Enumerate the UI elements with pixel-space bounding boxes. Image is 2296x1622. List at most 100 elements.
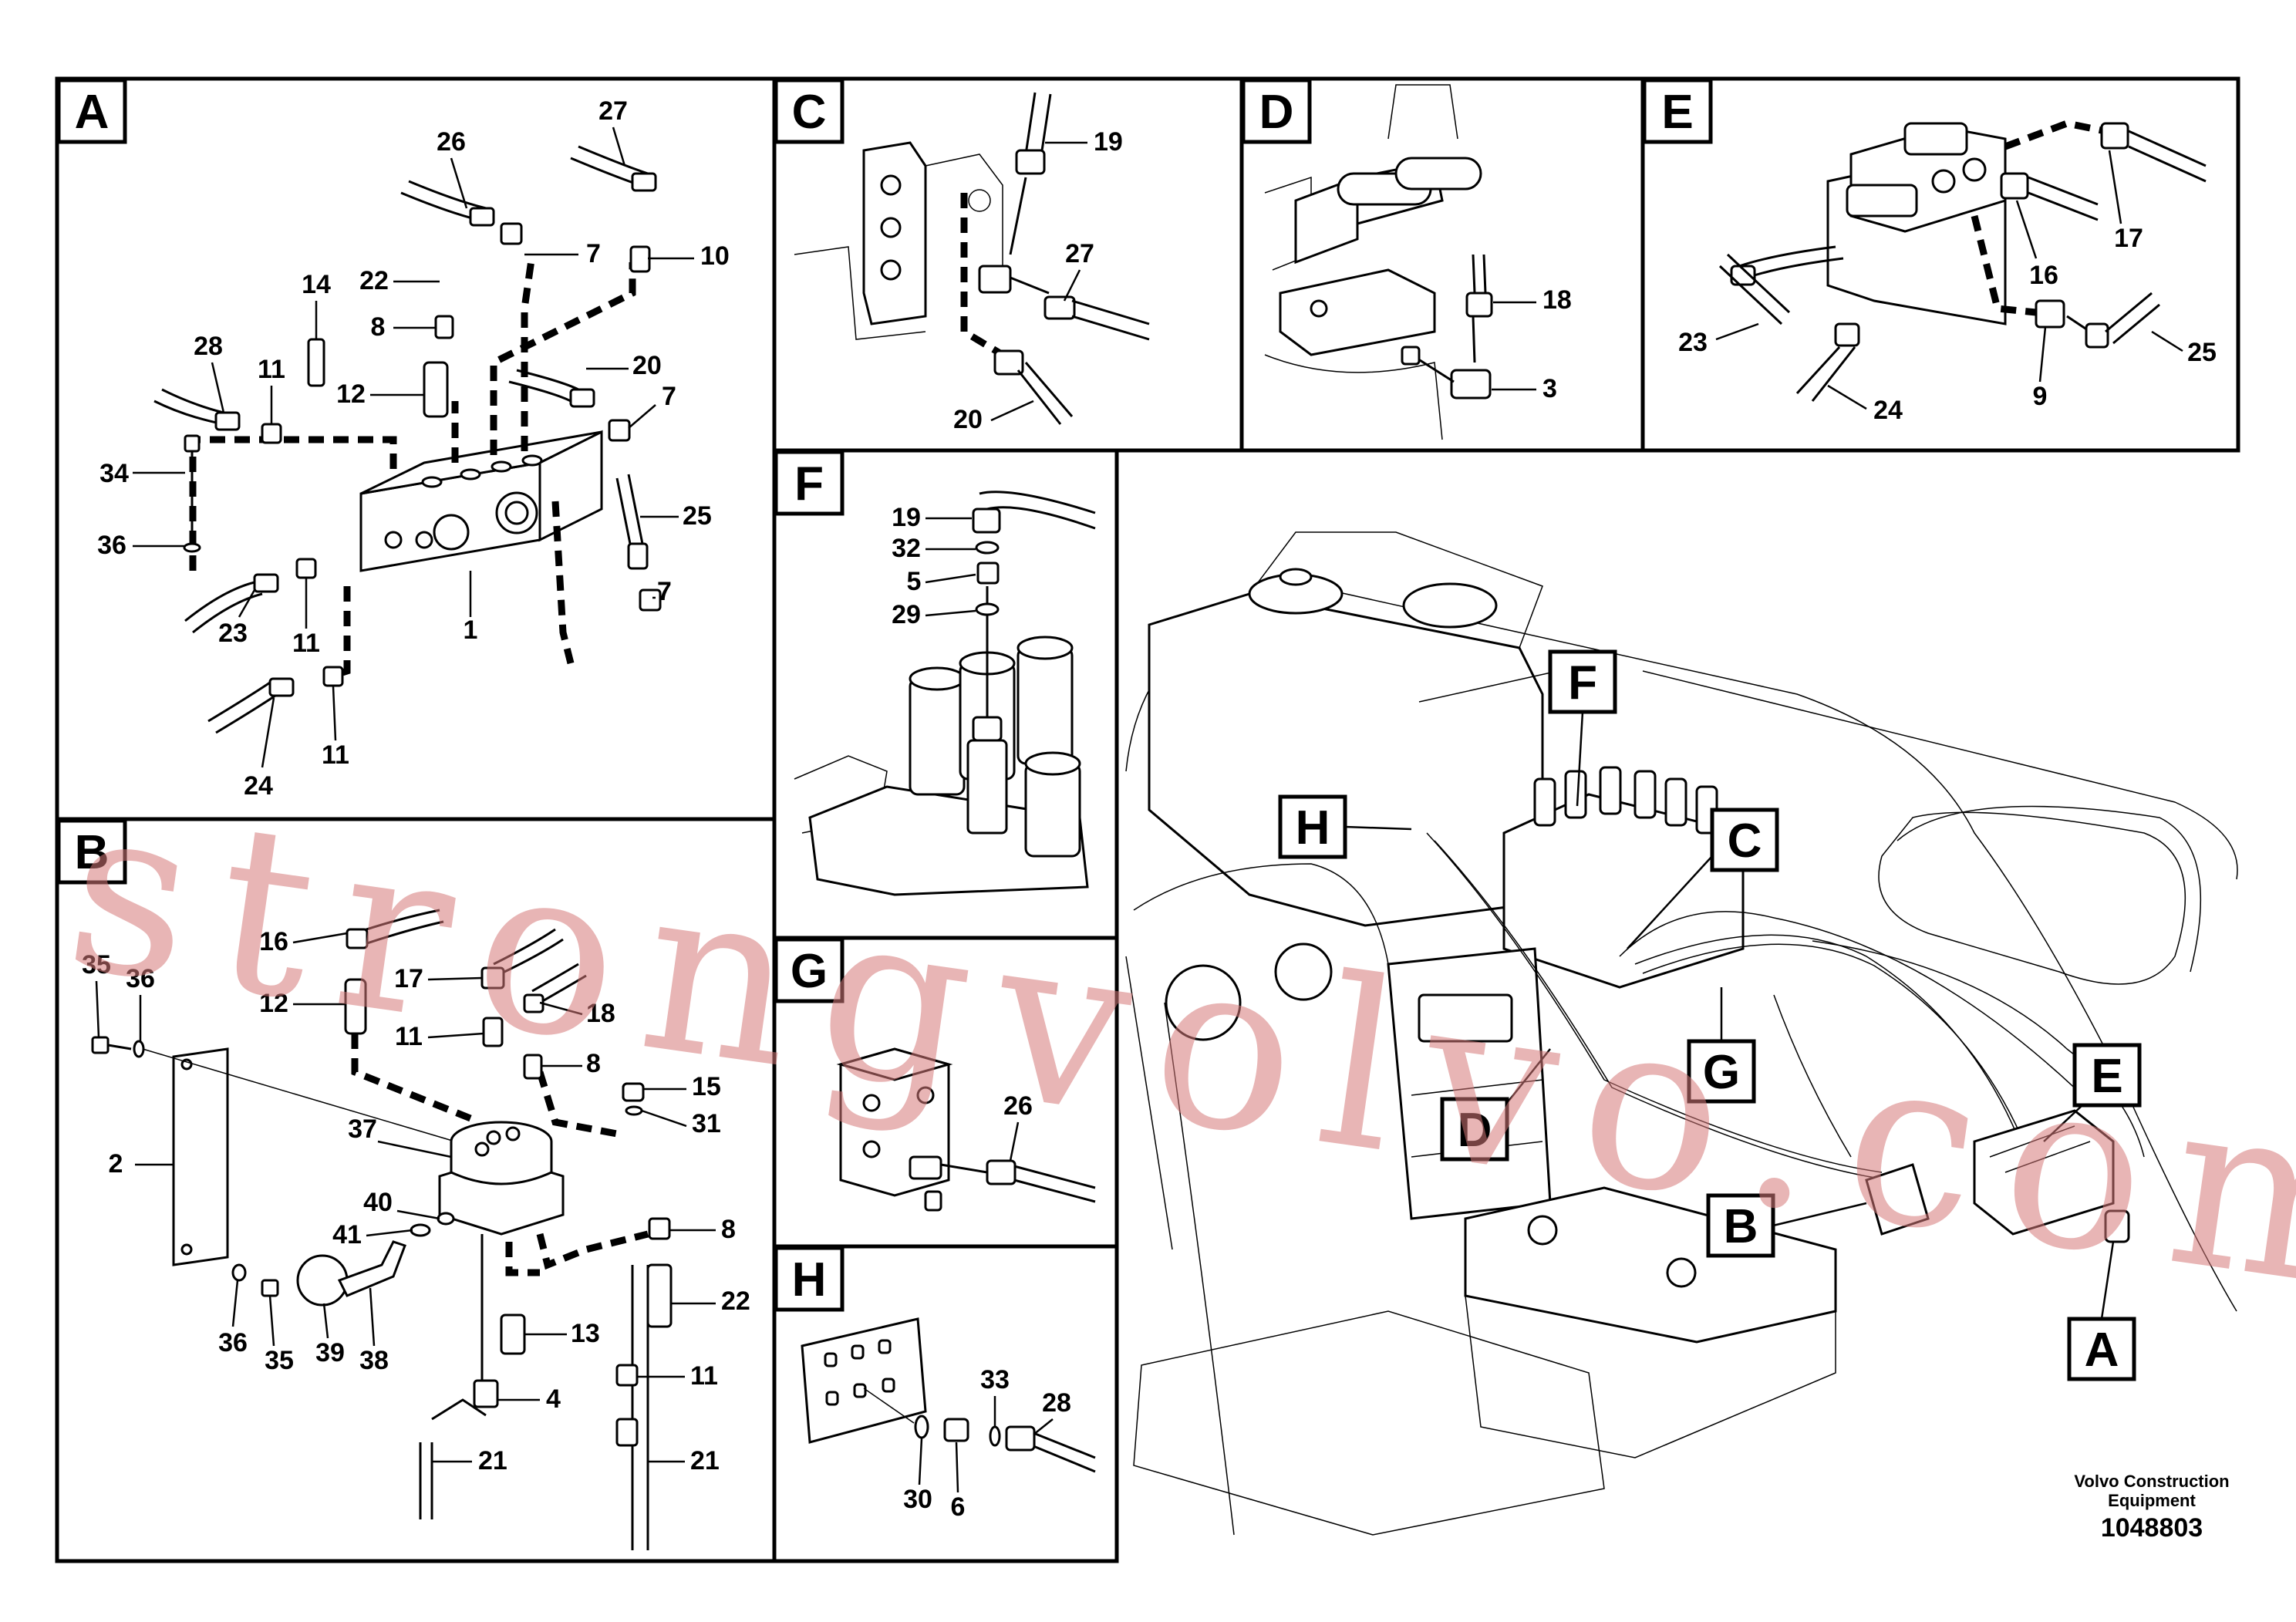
callout-h-6: 6	[951, 1492, 966, 1522]
callout-b-16: 16	[259, 927, 288, 956]
panel-e-drawing	[1718, 120, 2207, 402]
panel-d-tag: D	[1241, 78, 1312, 144]
callout-b-37: 37	[348, 1114, 377, 1144]
callout-b-22: 22	[721, 1286, 750, 1316]
callout-b-17: 17	[394, 964, 423, 993]
overview-tag-h: H	[1278, 794, 1412, 859]
panel-c-frame	[772, 76, 1244, 453]
svg-text:H: H	[792, 1253, 827, 1307]
panel-e-frame	[1640, 76, 2240, 453]
callout-b-4: 4	[546, 1384, 561, 1414]
callout-a-36: 36	[97, 531, 126, 560]
callout-e-23: 23	[1678, 328, 1708, 357]
panel-a-drawing	[153, 145, 662, 734]
panel-b-callouts: 16 35 36 12 17 18 11 8 15 37 31 2 40 41 …	[82, 927, 750, 1475]
panel-b-tag: B	[56, 818, 127, 885]
callout-a-28: 28	[194, 332, 223, 361]
callout-a-8: 8	[371, 312, 386, 342]
callout-b-21b: 21	[690, 1446, 720, 1475]
callout-b-40: 40	[363, 1188, 393, 1217]
callout-a-11a: 11	[258, 355, 285, 384]
callout-c-27: 27	[1065, 239, 1094, 268]
brand-block: Volvo Construction Equipment 1048803	[2074, 1472, 2229, 1543]
panel-e-callouts: 17 16 23 25 24 9	[1678, 150, 2217, 425]
callout-e-25: 25	[2187, 338, 2217, 367]
panel-a-tag: A	[56, 78, 127, 144]
panel-g-drawing	[836, 1047, 1096, 1212]
svg-text:H: H	[1296, 801, 1330, 855]
overview-tag-f: F	[1548, 649, 1617, 807]
callout-h-30: 30	[903, 1485, 932, 1514]
panel-d-drawing	[1264, 84, 1493, 440]
panel-c-tag: C	[774, 78, 845, 144]
panel-h-frame	[772, 1244, 1119, 1563]
callout-b-31: 31	[692, 1109, 721, 1138]
callout-d-18: 18	[1542, 285, 1572, 315]
overview-tags: F H C G D E B	[1278, 649, 2142, 1381]
svg-text:G: G	[791, 945, 828, 998]
callout-h-28: 28	[1042, 1388, 1071, 1418]
callout-b-8a: 8	[586, 1049, 601, 1078]
svg-text:F: F	[794, 457, 824, 511]
callout-b-39: 39	[315, 1338, 345, 1367]
callout-b-41: 41	[332, 1220, 362, 1249]
callout-d-3: 3	[1542, 374, 1557, 403]
callout-f-5: 5	[907, 567, 922, 596]
panel-g-tag: G	[774, 937, 845, 1003]
overview-tag-d: D	[1440, 1048, 1551, 1162]
callout-a-14: 14	[302, 270, 331, 299]
svg-text:G: G	[1703, 1046, 1740, 1099]
svg-text:E: E	[2091, 1050, 2122, 1103]
panel-f-drawing	[794, 491, 1096, 896]
panel-a-frame	[55, 76, 777, 821]
svg-text:F: F	[1568, 656, 1597, 710]
document-number: 1048803	[2101, 1513, 2203, 1543]
callout-a-11b: 11	[292, 629, 320, 658]
callout-b-2: 2	[109, 1149, 123, 1179]
callout-a-11c: 11	[322, 740, 349, 770]
overview-tag-a: A	[2067, 1241, 2136, 1381]
callout-h-33: 33	[980, 1365, 1010, 1394]
svg-text:A: A	[75, 86, 110, 139]
panel-g-callouts: 26	[1003, 1091, 1033, 1162]
callout-e-17: 17	[2114, 224, 2143, 253]
callout-a-10: 10	[700, 241, 730, 271]
overview-tag-g: G	[1687, 987, 1756, 1104]
callout-f-29: 29	[892, 600, 921, 629]
callout-b-12: 12	[259, 989, 288, 1018]
callout-b-36b: 36	[218, 1328, 248, 1357]
callout-c-20: 20	[953, 405, 983, 434]
callout-a-27: 27	[598, 96, 628, 126]
overview-tag-b: B	[1706, 1193, 1867, 1258]
callout-e-9: 9	[2033, 382, 2048, 411]
callout-a-25: 25	[683, 501, 712, 531]
callout-e-16: 16	[2029, 261, 2058, 290]
callout-g-26: 26	[1003, 1091, 1033, 1121]
panel-h-tag: H	[774, 1246, 845, 1312]
callout-f-32: 32	[892, 534, 921, 563]
callout-a-7a: 7	[586, 239, 601, 268]
svg-text:C: C	[792, 86, 827, 139]
callout-b-38: 38	[359, 1346, 389, 1375]
svg-text:B: B	[75, 826, 110, 879]
brand-line-1: Volvo Construction	[2074, 1472, 2229, 1491]
panel-e-tag: E	[1642, 78, 1713, 144]
callout-b-11a: 11	[395, 1022, 423, 1051]
callout-b-18: 18	[586, 999, 615, 1028]
panel-f-tag: F	[774, 450, 845, 516]
callout-b-8b: 8	[721, 1215, 736, 1244]
svg-text:D: D	[1259, 86, 1294, 139]
callout-a-1: 1	[464, 615, 478, 645]
overview-tag-e: E	[2043, 1043, 2142, 1142]
panel-c-drawing	[794, 92, 1150, 425]
svg-text:C: C	[1728, 814, 1762, 868]
panel-d-callouts: 18 3	[1492, 285, 1572, 403]
callout-c-19: 19	[1094, 127, 1123, 157]
callout-a-23: 23	[218, 619, 248, 648]
callout-a-24: 24	[244, 771, 273, 801]
callout-a-34: 34	[99, 459, 129, 488]
svg-text:A: A	[2085, 1324, 2119, 1377]
callout-b-36a: 36	[126, 964, 155, 993]
svg-text:D: D	[1458, 1104, 1492, 1157]
